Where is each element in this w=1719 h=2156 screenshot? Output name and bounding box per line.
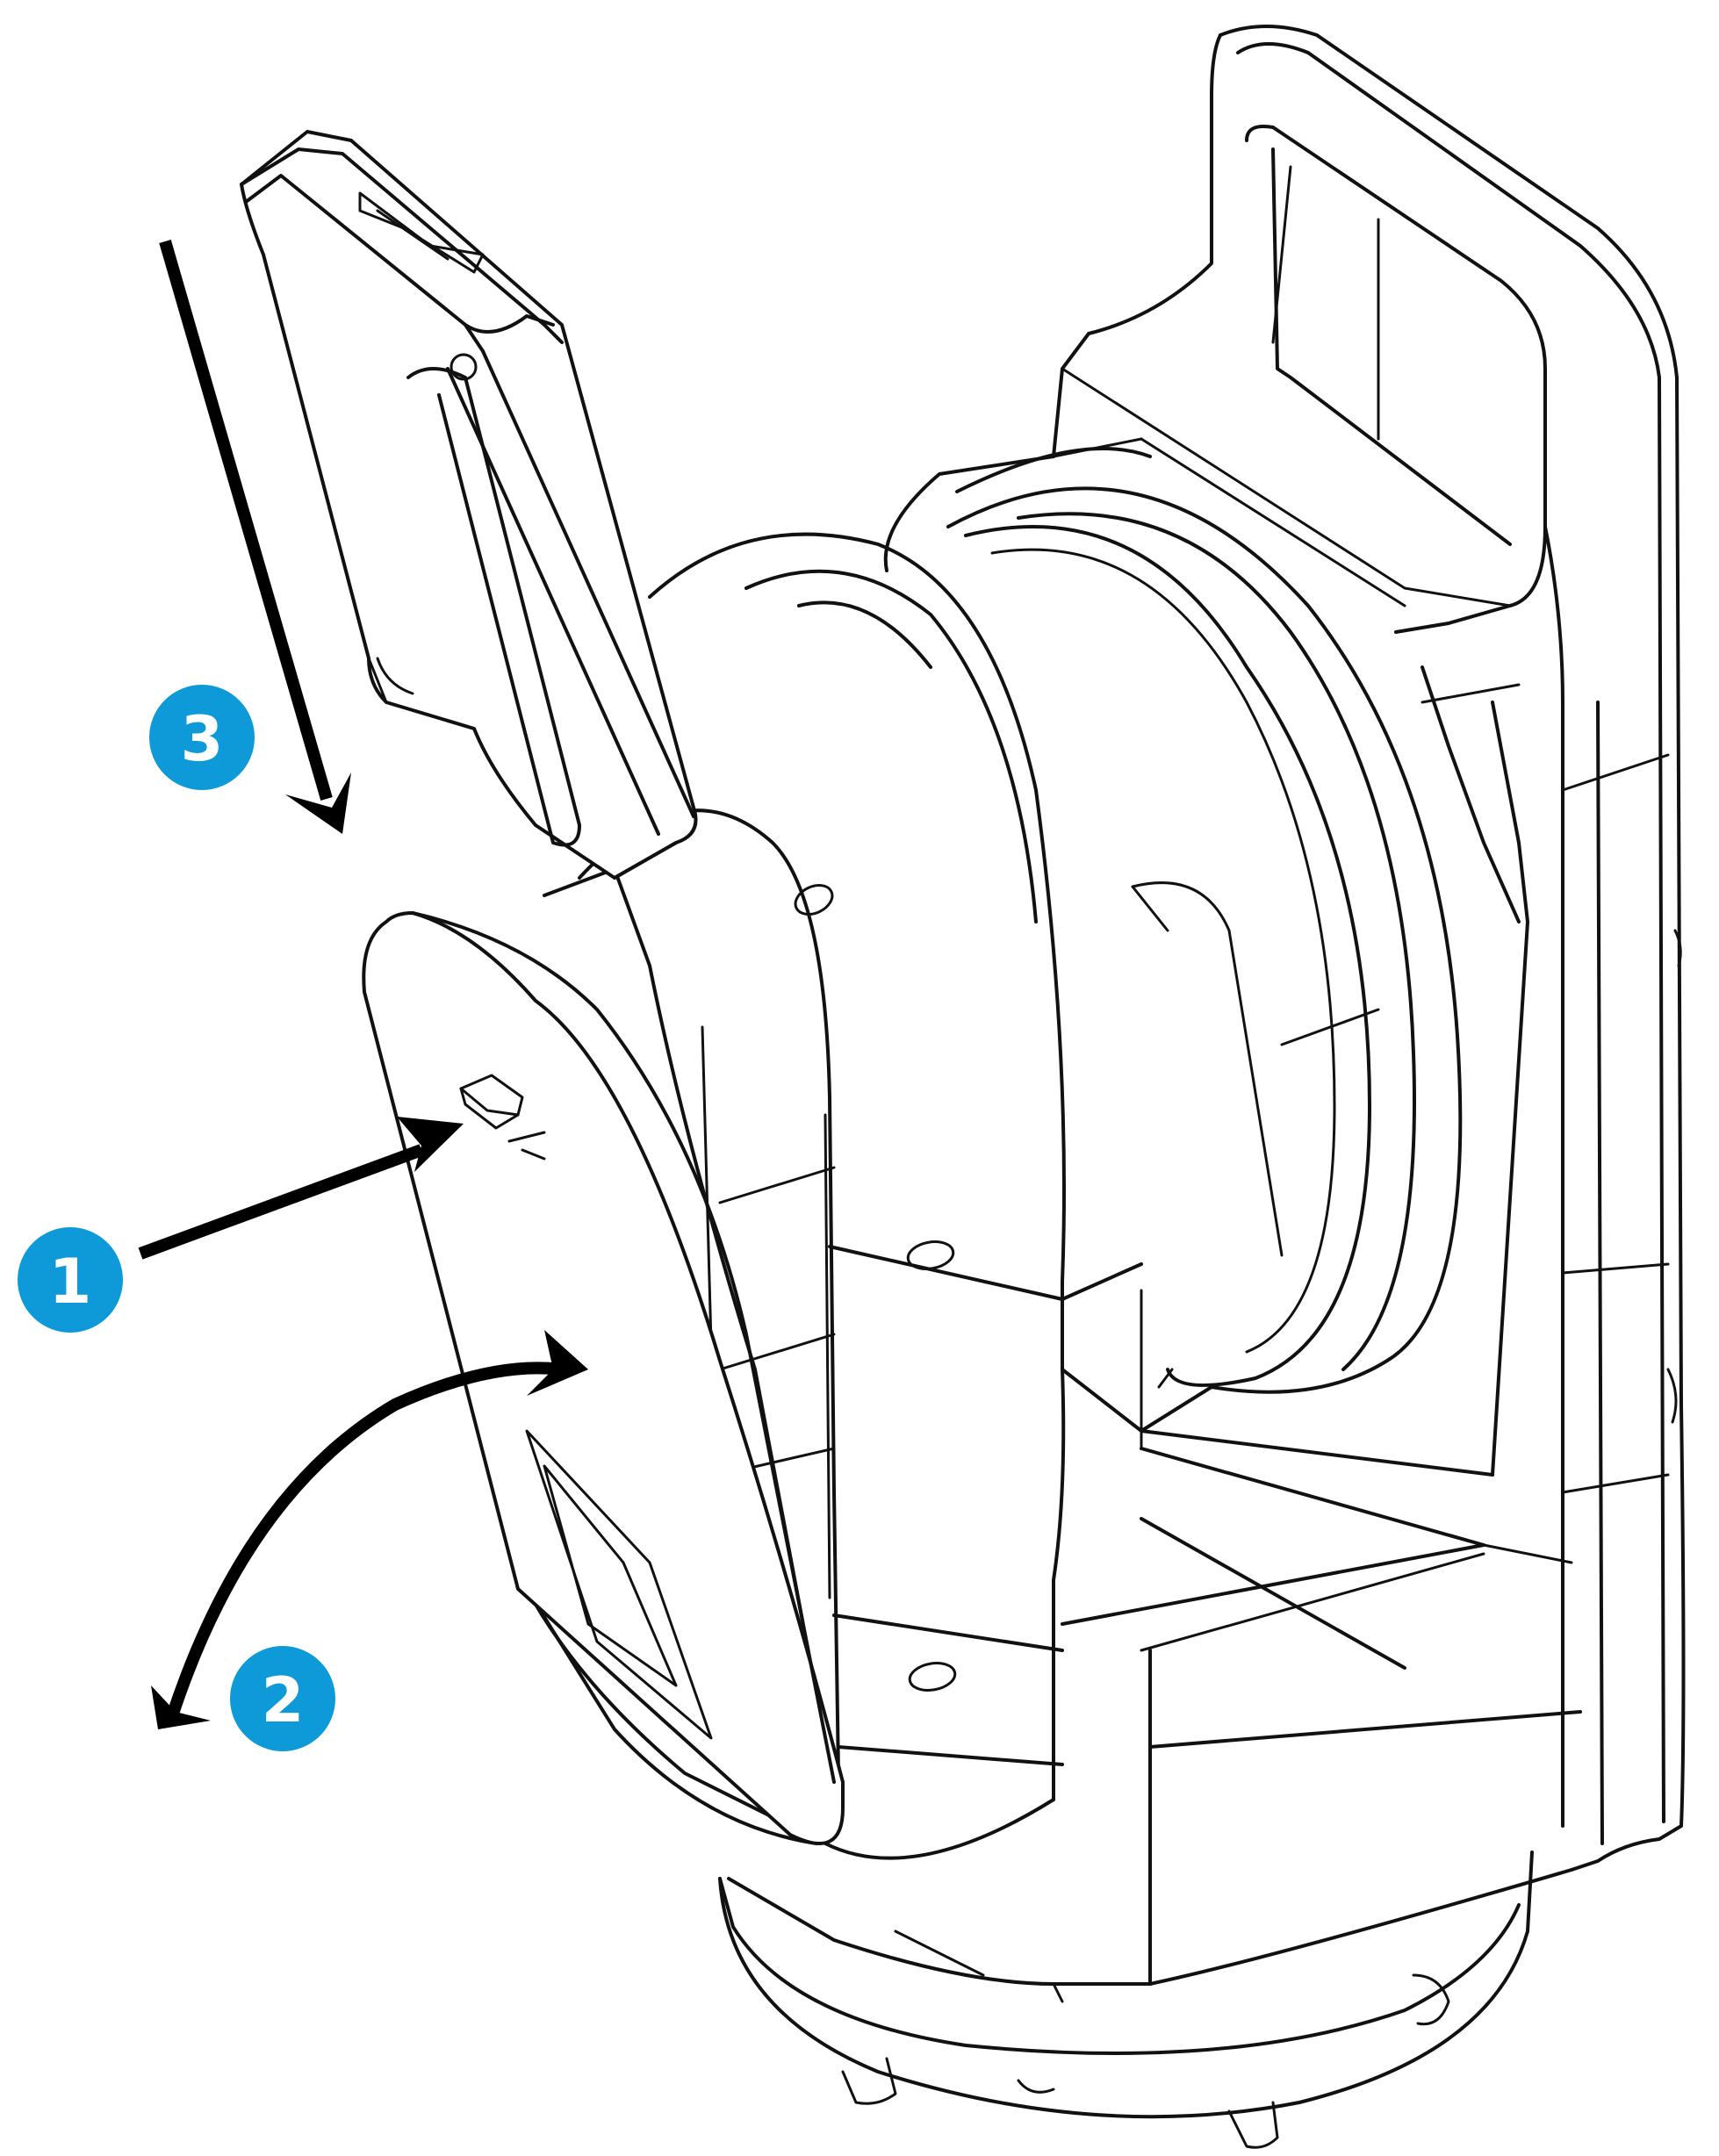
step-badge-2: 2 — [230, 1646, 335, 1751]
step-badge-1: 1 — [18, 1227, 123, 1333]
arrow-2 — [166, 1362, 563, 1719]
step-badge-2-circle — [230, 1646, 335, 1751]
step-badge-3-circle — [149, 685, 255, 790]
battery-door — [362, 911, 845, 1845]
step-badge-1-label: 1 — [49, 1246, 92, 1318]
arrow-1 — [138, 1144, 424, 1260]
step-badge-1-circle — [18, 1227, 123, 1333]
arrow-2-tail-head — [151, 1685, 211, 1729]
arrow-3 — [159, 240, 333, 801]
scanner-body — [525, 25, 1686, 2149]
arrow-3-head — [285, 773, 351, 834]
step-badge-2-label: 2 — [262, 1664, 305, 1736]
arrow-1-head — [397, 1117, 464, 1172]
battery-pack — [240, 130, 698, 880]
step-badge-3: 3 — [149, 685, 255, 790]
step-badge-3-label: 3 — [181, 703, 224, 775]
step-arrows — [138, 240, 588, 1729]
arrow-2-head — [527, 1330, 588, 1396]
